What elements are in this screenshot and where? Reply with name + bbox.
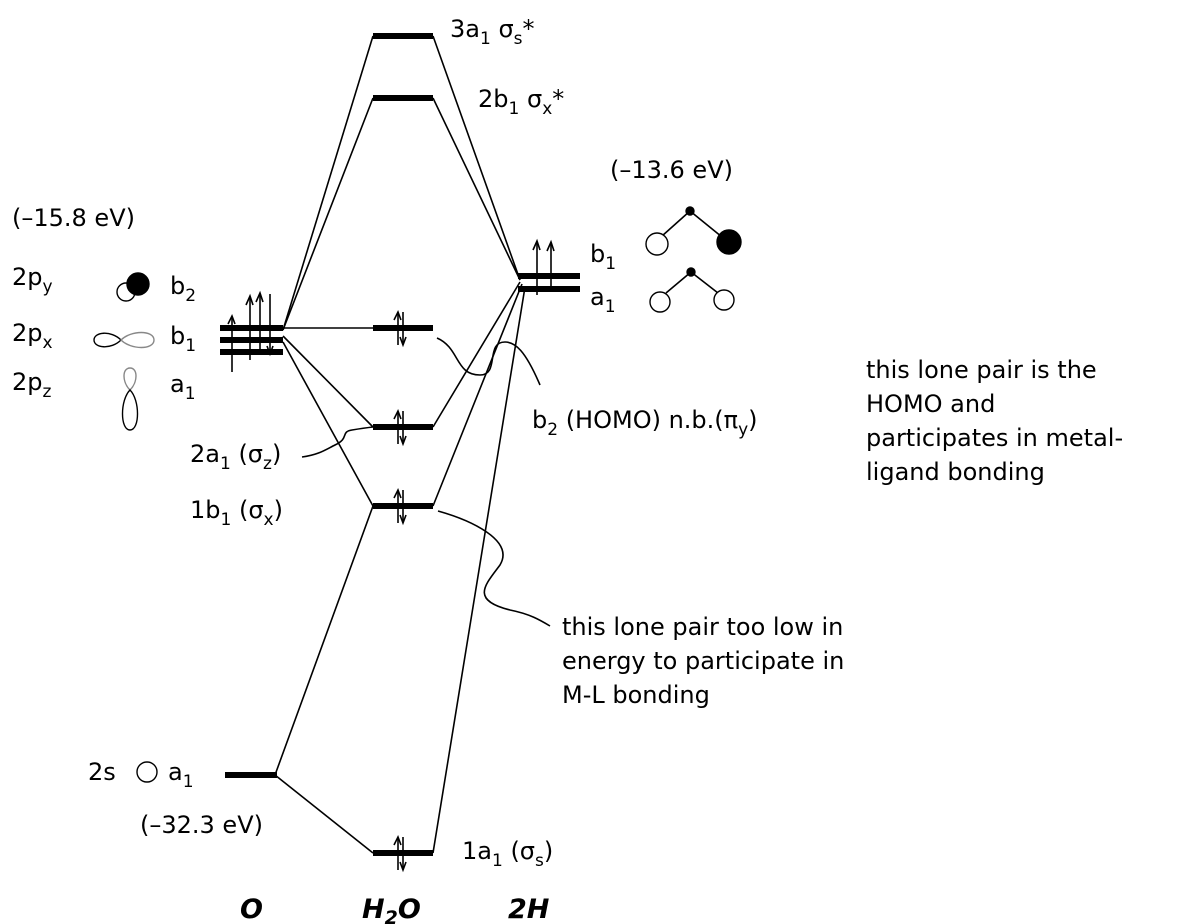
electrons-o-2p <box>227 290 274 372</box>
o-orbital-shapes <box>93 272 158 783</box>
label-2px: 2px <box>12 319 53 353</box>
note-low-line: this lone pair too low in <box>562 613 843 641</box>
electron-arrows <box>227 238 555 873</box>
electron-pair-2a1 <box>393 409 407 447</box>
sym-a1-o-p: a1 <box>170 370 196 404</box>
note-homo-line: HOMO and <box>866 390 995 418</box>
electron-pair-1b1 <box>393 488 407 526</box>
note-homo-line: participates in metal- <box>866 424 1123 452</box>
electrons-h-1s <box>532 238 555 295</box>
h-salc-shapes <box>645 206 742 313</box>
note-homo-line: ligand bonding <box>866 458 1045 486</box>
h-b1-salc-icon <box>645 206 742 256</box>
s-orbital-icon <box>136 761 158 783</box>
note-homo-line: this lone pair is the <box>866 356 1097 384</box>
column-label-h2o: H2O <box>362 894 421 924</box>
sym-b2-o: b2 <box>170 272 196 306</box>
note-low-line: energy to participate in <box>562 647 844 675</box>
sym-b1-h: b1 <box>590 240 616 274</box>
mo-label-2b1: 2b1 σx* <box>478 85 564 119</box>
mo-label-3a1: 3a1 σs* <box>450 15 535 49</box>
note-homo: this lone pair is the HOMO and participa… <box>866 356 1123 486</box>
electron-pair-b2 <box>393 310 407 348</box>
label-2py: 2py <box>12 263 53 297</box>
column-label-2h: 2H <box>508 894 550 924</box>
leader-lines <box>301 337 551 627</box>
sym-a1-h: a1 <box>590 283 616 317</box>
column-label-o: O <box>240 894 263 924</box>
electron-pair-1a1 <box>393 835 407 873</box>
note-low-lone-pair: this lone pair too low in energy to part… <box>562 613 844 709</box>
sym-b1-o: b1 <box>170 322 196 356</box>
energy-o-2s: (–32.3 eV) <box>140 811 263 839</box>
p-x-orbital-icon <box>93 331 155 349</box>
mo-label-1b1: 1b1 (σx) <box>190 496 283 530</box>
mo-label-b2-homo: b2 (HOMO) n.b.(πy) <box>532 406 758 440</box>
mo-label-1a1: 1a1 (σs) <box>462 837 553 871</box>
p-z-orbital-icon <box>121 367 139 431</box>
note-low-line: M-L bonding <box>562 681 710 709</box>
label-2pz: 2pz <box>12 368 52 402</box>
sym-a1-o-s: a1 <box>168 758 194 792</box>
label-2s: 2s <box>88 758 116 786</box>
p-y-orbital-icon <box>116 272 150 302</box>
energy-h-1s: (–13.6 eV) <box>610 156 733 184</box>
mo-label-2a1: 2a1 (σz) <box>190 440 281 474</box>
energy-o-2p: (–15.8 eV) <box>12 204 135 232</box>
correlation-lines <box>274 35 526 854</box>
h-a1-salc-icon <box>649 267 735 313</box>
